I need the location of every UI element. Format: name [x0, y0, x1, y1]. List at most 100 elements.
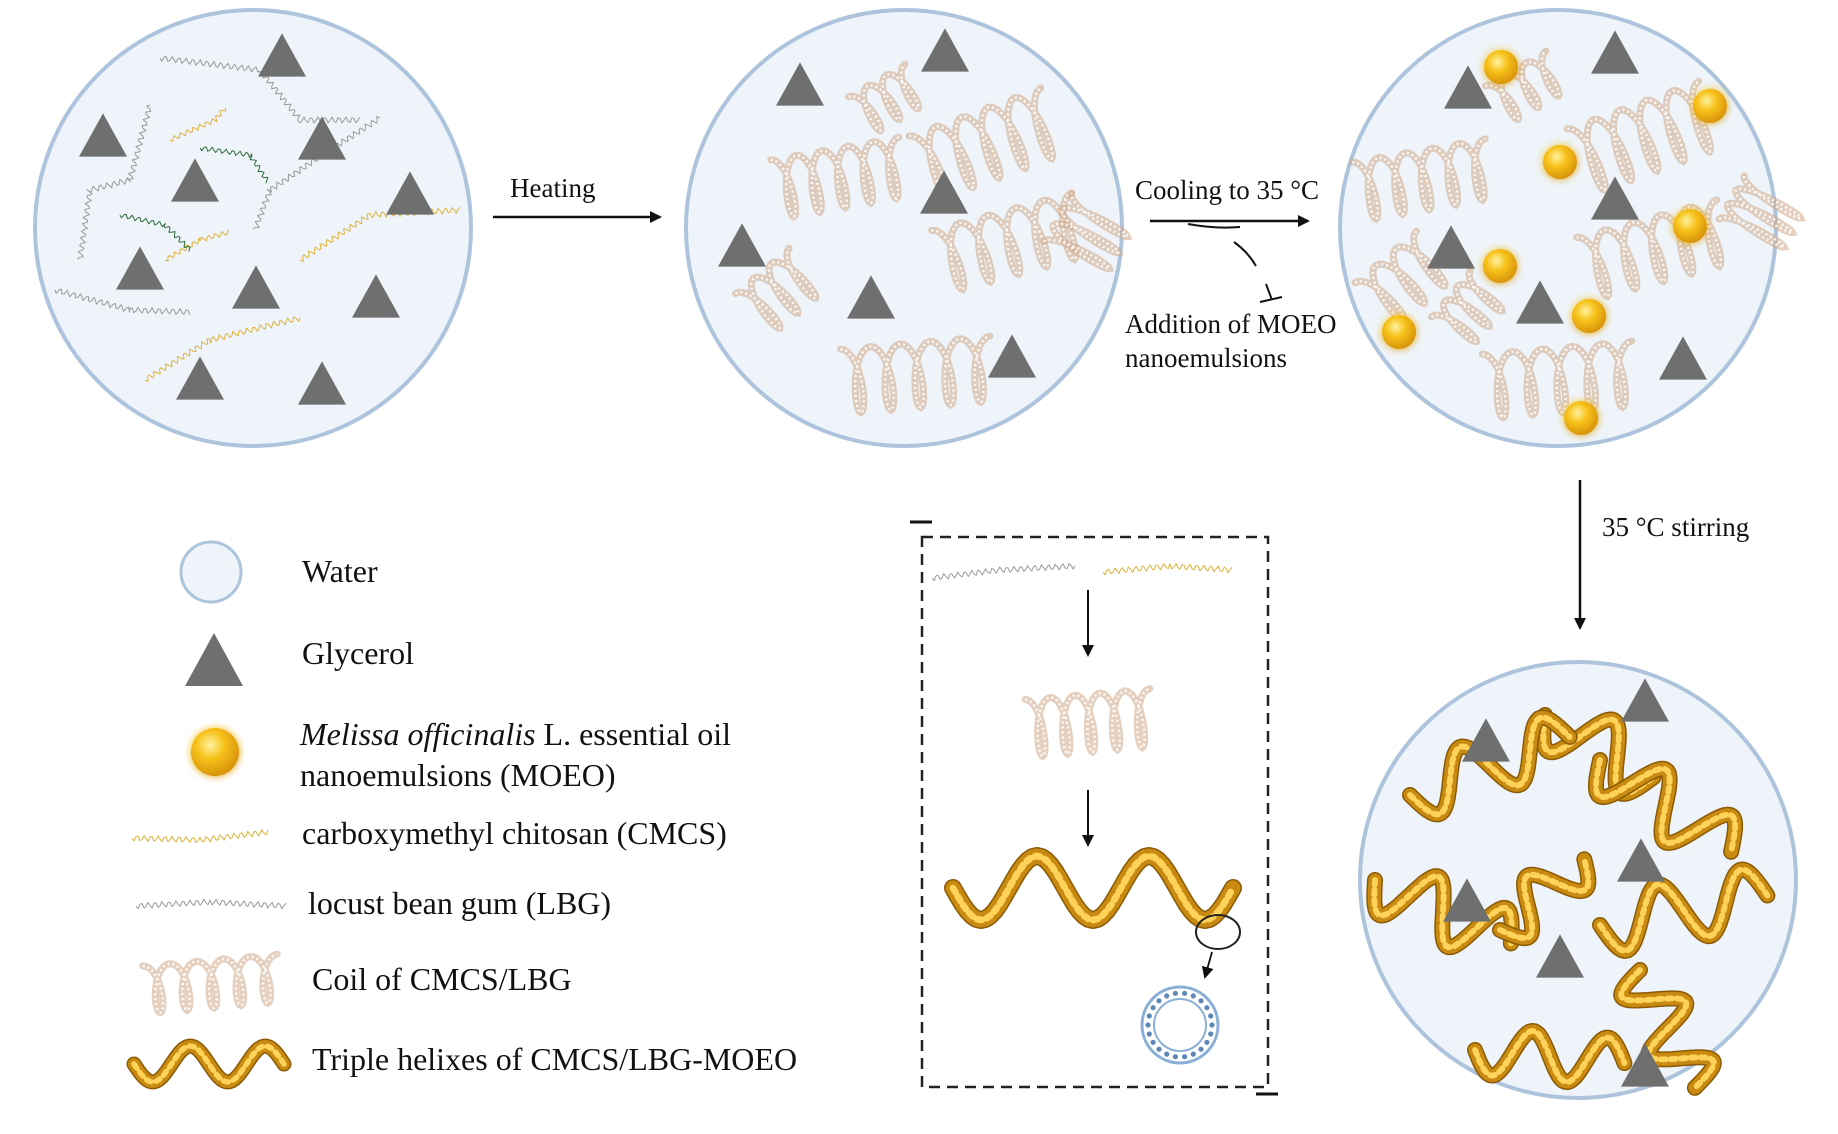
glycerol-triangle: [352, 274, 400, 318]
cmcs-strand-icon: [131, 829, 269, 843]
triple-helix: [944, 847, 1242, 929]
glycerol-triangle: [1443, 878, 1491, 922]
micelle-head: [1182, 1054, 1188, 1060]
legend-helix: Triple helixes of CMCS/LBG-MOEO: [126, 1038, 797, 1090]
micelle-head: [1172, 990, 1178, 996]
glycerol-triangle: [718, 223, 766, 267]
coil-icon: [139, 950, 281, 1017]
cooling-label: Cooling to 35 °C: [1135, 175, 1319, 205]
legend-water: Water: [179, 540, 378, 604]
coil: [1021, 685, 1154, 761]
glycerol-triangle: [1591, 176, 1639, 220]
triple-helix: [1613, 962, 1722, 1096]
triple-helix: [1467, 1023, 1633, 1091]
lbg-strand-icon: [135, 898, 287, 910]
stirring-label: 35 °C stirring: [1602, 512, 1749, 542]
glycerol-triangle: [171, 158, 219, 202]
coil: [767, 133, 903, 221]
glycerol-triangle: [1462, 718, 1510, 762]
glycerol-triangle: [298, 116, 346, 160]
legend-lbg-label: locust bean gum (LBG): [308, 885, 611, 921]
triple-helix-icon: [126, 1038, 292, 1090]
micelle-head: [1146, 1013, 1152, 1019]
glycerol-triangle: [1621, 1043, 1669, 1087]
water-icon: [179, 540, 243, 604]
coil: [1573, 196, 1725, 301]
oil-droplet: [1382, 315, 1416, 349]
legend-cmcs-label: carboxymethyl chitosan (CMCS): [302, 815, 727, 851]
micelle-head: [1209, 1022, 1215, 1028]
coil: [1040, 190, 1133, 273]
coil: [845, 60, 923, 135]
legend-moeo-rest: L. essential oil: [536, 716, 732, 752]
legend-moeo: Melissa officinalis L. essential oil nan…: [191, 716, 731, 793]
glycerol-triangle: [1659, 336, 1707, 380]
triple-helix: [1402, 709, 1578, 823]
glycerol-icon: [185, 633, 243, 686]
stage-2-contents: [718, 28, 1133, 417]
micelle-head: [1150, 1005, 1156, 1011]
micelle-head: [1150, 1039, 1156, 1045]
oil-droplet: [1483, 249, 1517, 283]
micelle-head: [1198, 998, 1204, 1004]
legend-glycerol-label: Glycerol: [302, 635, 414, 671]
stage-3-contents: [1348, 30, 1807, 435]
legend-moeo-label-line1: Melissa officinalis L. essential oil: [299, 716, 731, 752]
micelle-head: [1146, 1031, 1152, 1037]
coil: [1428, 267, 1506, 346]
glycerol-triangle: [79, 113, 127, 157]
glycerol-triangle: [1536, 934, 1584, 978]
legend-glycerol: Glycerol: [185, 633, 414, 686]
mechanism-inset: [910, 520, 1278, 1096]
addition-label-line1: Addition of MOEO: [1125, 309, 1337, 339]
oil-droplet: [1572, 299, 1606, 333]
stage-3-circle: [1338, 8, 1807, 448]
glycerol-triangle: [1516, 280, 1564, 324]
coil: [905, 84, 1057, 202]
glycerol-triangle: [988, 334, 1036, 378]
coil: [1348, 135, 1489, 224]
micelle-head: [1156, 998, 1162, 1004]
micelle-inner: [1153, 998, 1207, 1052]
legend-coil-label: Coil of CMCS/LBG: [312, 961, 572, 997]
triple-helix: [1366, 868, 1520, 956]
glycerol-triangle: [232, 265, 280, 309]
stage-1-contents: [54, 33, 461, 405]
glycerol-triangle: [258, 33, 306, 77]
stage-1-circle: [33, 8, 473, 448]
legend-lbg: locust bean gum (LBG): [135, 885, 611, 921]
triple-helix: [1492, 851, 1597, 947]
glycerol-triangle: [776, 62, 824, 106]
coil: [139, 950, 281, 1017]
oil-droplet-icon: [191, 728, 239, 776]
glycerol-triangle: [921, 28, 969, 72]
micelle-head: [1182, 990, 1188, 996]
stage-4-circle: [1358, 660, 1798, 1100]
mechanism-inset-contents: [931, 562, 1242, 929]
coil: [1481, 47, 1563, 123]
micelle-head: [1204, 1039, 1210, 1045]
micelle-head: [1190, 993, 1196, 999]
legend-moeo-italic: Melissa officinalis: [299, 716, 536, 752]
coil: [1715, 172, 1807, 251]
coil: [1478, 337, 1636, 422]
micelle-head: [1164, 1051, 1170, 1057]
legend-water-label: Water: [302, 553, 378, 589]
glycerol-triangle: [1591, 30, 1639, 74]
micelle-head: [1208, 1013, 1214, 1019]
micelle-head: [1156, 1046, 1162, 1052]
micelle-head: [1172, 1054, 1178, 1060]
legend-moeo-label-line2: nanoemulsions (MOEO): [300, 757, 616, 793]
triple-helix: [126, 1038, 292, 1090]
glycerol-triangle: [847, 275, 895, 319]
triple-helix: [1592, 861, 1776, 959]
oil-droplet: [1693, 89, 1727, 123]
coil: [732, 244, 820, 332]
micelle-head: [1198, 1046, 1204, 1052]
cooling-arrow: [1150, 215, 1310, 303]
micelle-icon: [1140, 985, 1220, 1065]
micelle-head: [1164, 993, 1170, 999]
stage-2-circle: [684, 8, 1133, 448]
glycerol-triangle: [1427, 225, 1475, 269]
